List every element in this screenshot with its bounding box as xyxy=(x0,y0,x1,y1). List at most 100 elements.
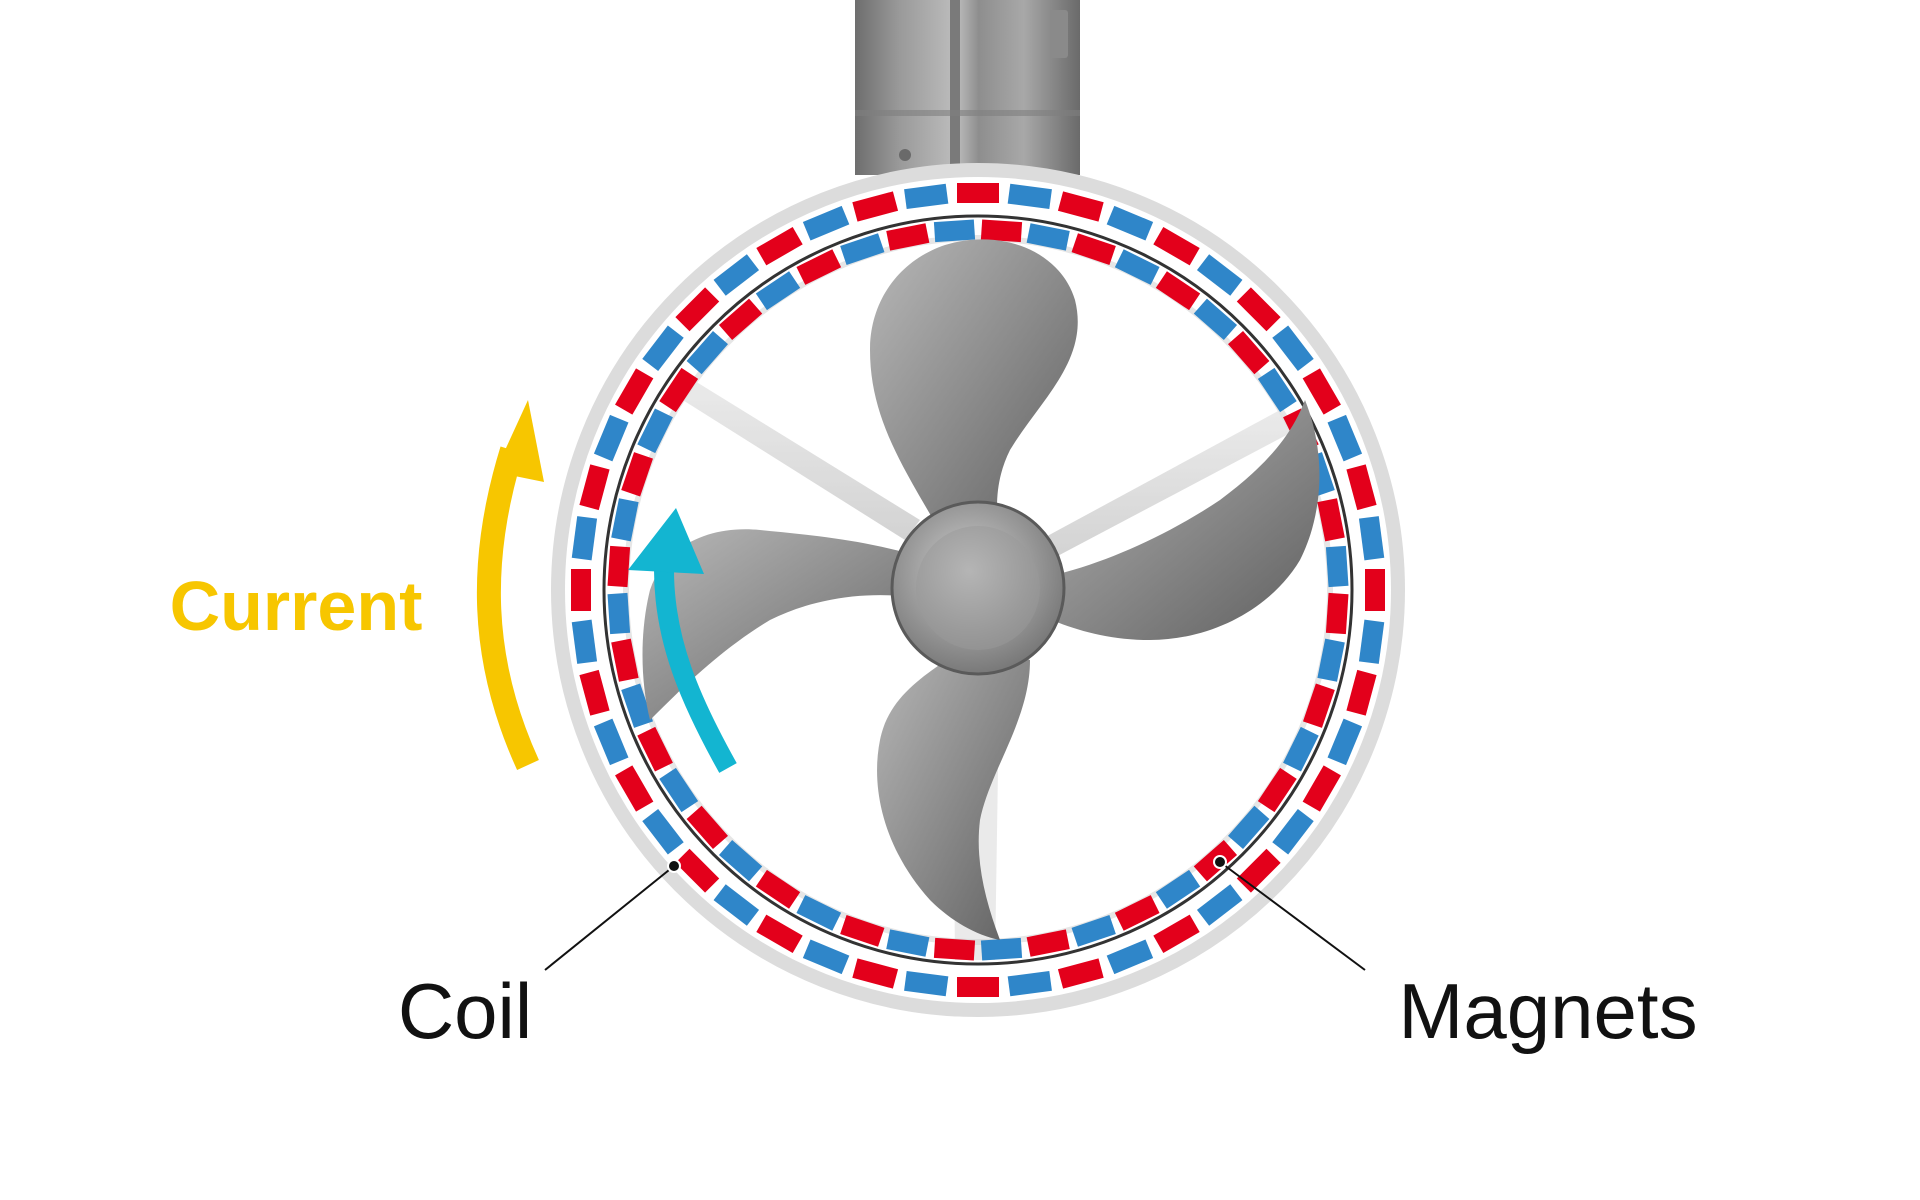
outer-magnet-segment xyxy=(1272,325,1314,372)
outer-coil-segment xyxy=(1302,368,1341,415)
outer-coil-segment xyxy=(675,287,720,332)
outer-magnet-segment xyxy=(1272,808,1314,855)
outer-coil-segment xyxy=(756,227,803,266)
propeller-blade-left xyxy=(642,529,930,720)
inner-magnet-segment xyxy=(755,271,801,311)
outer-magnet-segment xyxy=(1358,619,1385,664)
inner-coil-segment xyxy=(607,545,631,588)
inner-coil-segment xyxy=(1325,592,1349,635)
inner-coil-segment xyxy=(1317,498,1345,542)
outer-coil-segment xyxy=(1365,569,1385,611)
outer-coil-segment xyxy=(615,368,654,415)
outer-coil-segment xyxy=(1057,191,1104,222)
outer-coil-segment xyxy=(1302,765,1341,812)
outer-magnet-segment xyxy=(904,970,949,997)
outer-coil-segment xyxy=(571,569,591,611)
outer-coil-segment xyxy=(1153,914,1200,953)
outer-magnet-segment xyxy=(1358,516,1385,561)
outer-magnet-segment xyxy=(1196,254,1243,296)
inner-coil-segment xyxy=(637,726,673,772)
inner-coil-segment xyxy=(840,915,885,947)
outer-coil-segment xyxy=(1057,958,1104,989)
outer-magnet-segment xyxy=(713,884,760,926)
outer-coil-segment xyxy=(852,958,899,989)
outer-magnet-segment xyxy=(593,718,629,766)
current-label: Current xyxy=(170,567,423,645)
inner-coil-segment xyxy=(1155,271,1201,311)
inner-magnet-segment xyxy=(1071,915,1116,947)
inner-coil-segment xyxy=(1026,929,1070,957)
inner-magnet-segment xyxy=(659,767,699,813)
coil-magnet-inner-ring xyxy=(607,219,1349,961)
inner-magnet-segment xyxy=(718,839,763,882)
outer-coil-segment xyxy=(756,914,803,953)
inner-magnet-segment xyxy=(611,498,639,542)
coil-leader xyxy=(544,859,681,971)
inner-magnet-segment xyxy=(1283,726,1319,772)
outer-magnet-segment xyxy=(1327,718,1363,766)
inner-coil-segment xyxy=(718,298,763,341)
inner-magnet-segment xyxy=(637,408,673,454)
outer-magnet-segment xyxy=(1106,939,1154,975)
inner-magnet-segment xyxy=(886,929,930,957)
outer-coil-segment xyxy=(957,183,999,203)
outer-coil-segment xyxy=(1346,669,1377,716)
inner-magnet-segment xyxy=(933,219,976,243)
magnets-leader xyxy=(1213,855,1366,971)
inner-magnet-segment xyxy=(621,683,653,728)
inner-coil-segment xyxy=(980,219,1023,243)
inner-magnet-segment xyxy=(1155,869,1201,909)
inner-magnet-segment xyxy=(1257,367,1297,413)
outer-magnet-segment xyxy=(593,414,629,462)
outer-magnet-segment xyxy=(642,325,684,372)
outer-magnet-segment xyxy=(1007,970,1052,997)
outer-coil-segment xyxy=(579,669,610,716)
current-arrow xyxy=(476,400,544,770)
outer-magnet-segment xyxy=(642,808,684,855)
propeller-blade-top xyxy=(870,239,1078,541)
outer-magnet-segment xyxy=(904,183,949,210)
inner-magnet-segment xyxy=(796,895,842,931)
housing-ring xyxy=(551,163,1405,1017)
outer-coil-segment xyxy=(1236,287,1281,332)
inner-coil-segment xyxy=(1303,683,1335,728)
inner-coil-segment xyxy=(621,452,653,497)
outer-coil-segment xyxy=(615,765,654,812)
outer-magnet-segment xyxy=(1106,205,1154,241)
coil-label: Coil xyxy=(398,967,532,1055)
outer-coil-segment xyxy=(675,848,720,893)
coil-magnet-outer-ring xyxy=(571,183,1385,997)
inner-coil-segment xyxy=(611,638,639,682)
inner-coil-segment xyxy=(686,805,729,850)
inner-coil-segment xyxy=(1227,330,1270,375)
inner-magnet-segment xyxy=(1325,545,1349,588)
outer-magnet-segment xyxy=(802,205,850,241)
outer-magnet-segment xyxy=(1196,884,1243,926)
outer-magnet-segment xyxy=(571,619,598,664)
outer-coil-segment xyxy=(579,464,610,511)
inner-magnet-segment xyxy=(1026,223,1070,251)
inner-coil-segment xyxy=(1114,895,1160,931)
housing-inner-edge xyxy=(623,235,1333,945)
mounting-shaft xyxy=(855,0,1080,175)
outer-magnet-segment xyxy=(802,939,850,975)
propeller xyxy=(642,239,1320,940)
inner-coil-segment xyxy=(796,249,842,285)
inner-magnet-segment xyxy=(980,937,1023,961)
inner-magnet-segment xyxy=(1193,298,1238,341)
outer-coil-segment xyxy=(957,977,999,997)
rotation-arrow xyxy=(628,508,737,773)
inner-magnet-segment xyxy=(840,233,885,265)
outer-magnet-segment xyxy=(571,516,598,561)
inner-magnet-segment xyxy=(607,592,631,635)
outer-magnet-segment xyxy=(1007,183,1052,210)
propeller-blade-bottom xyxy=(877,640,1030,940)
inner-coil-segment xyxy=(659,367,699,413)
outer-coil-segment xyxy=(1346,464,1377,511)
inner-magnet-segment xyxy=(1317,638,1345,682)
inner-coil-segment xyxy=(1257,767,1297,813)
inner-coil-segment xyxy=(1071,233,1116,265)
outer-magnet-segment xyxy=(713,254,760,296)
inner-magnet-segment xyxy=(1114,249,1160,285)
